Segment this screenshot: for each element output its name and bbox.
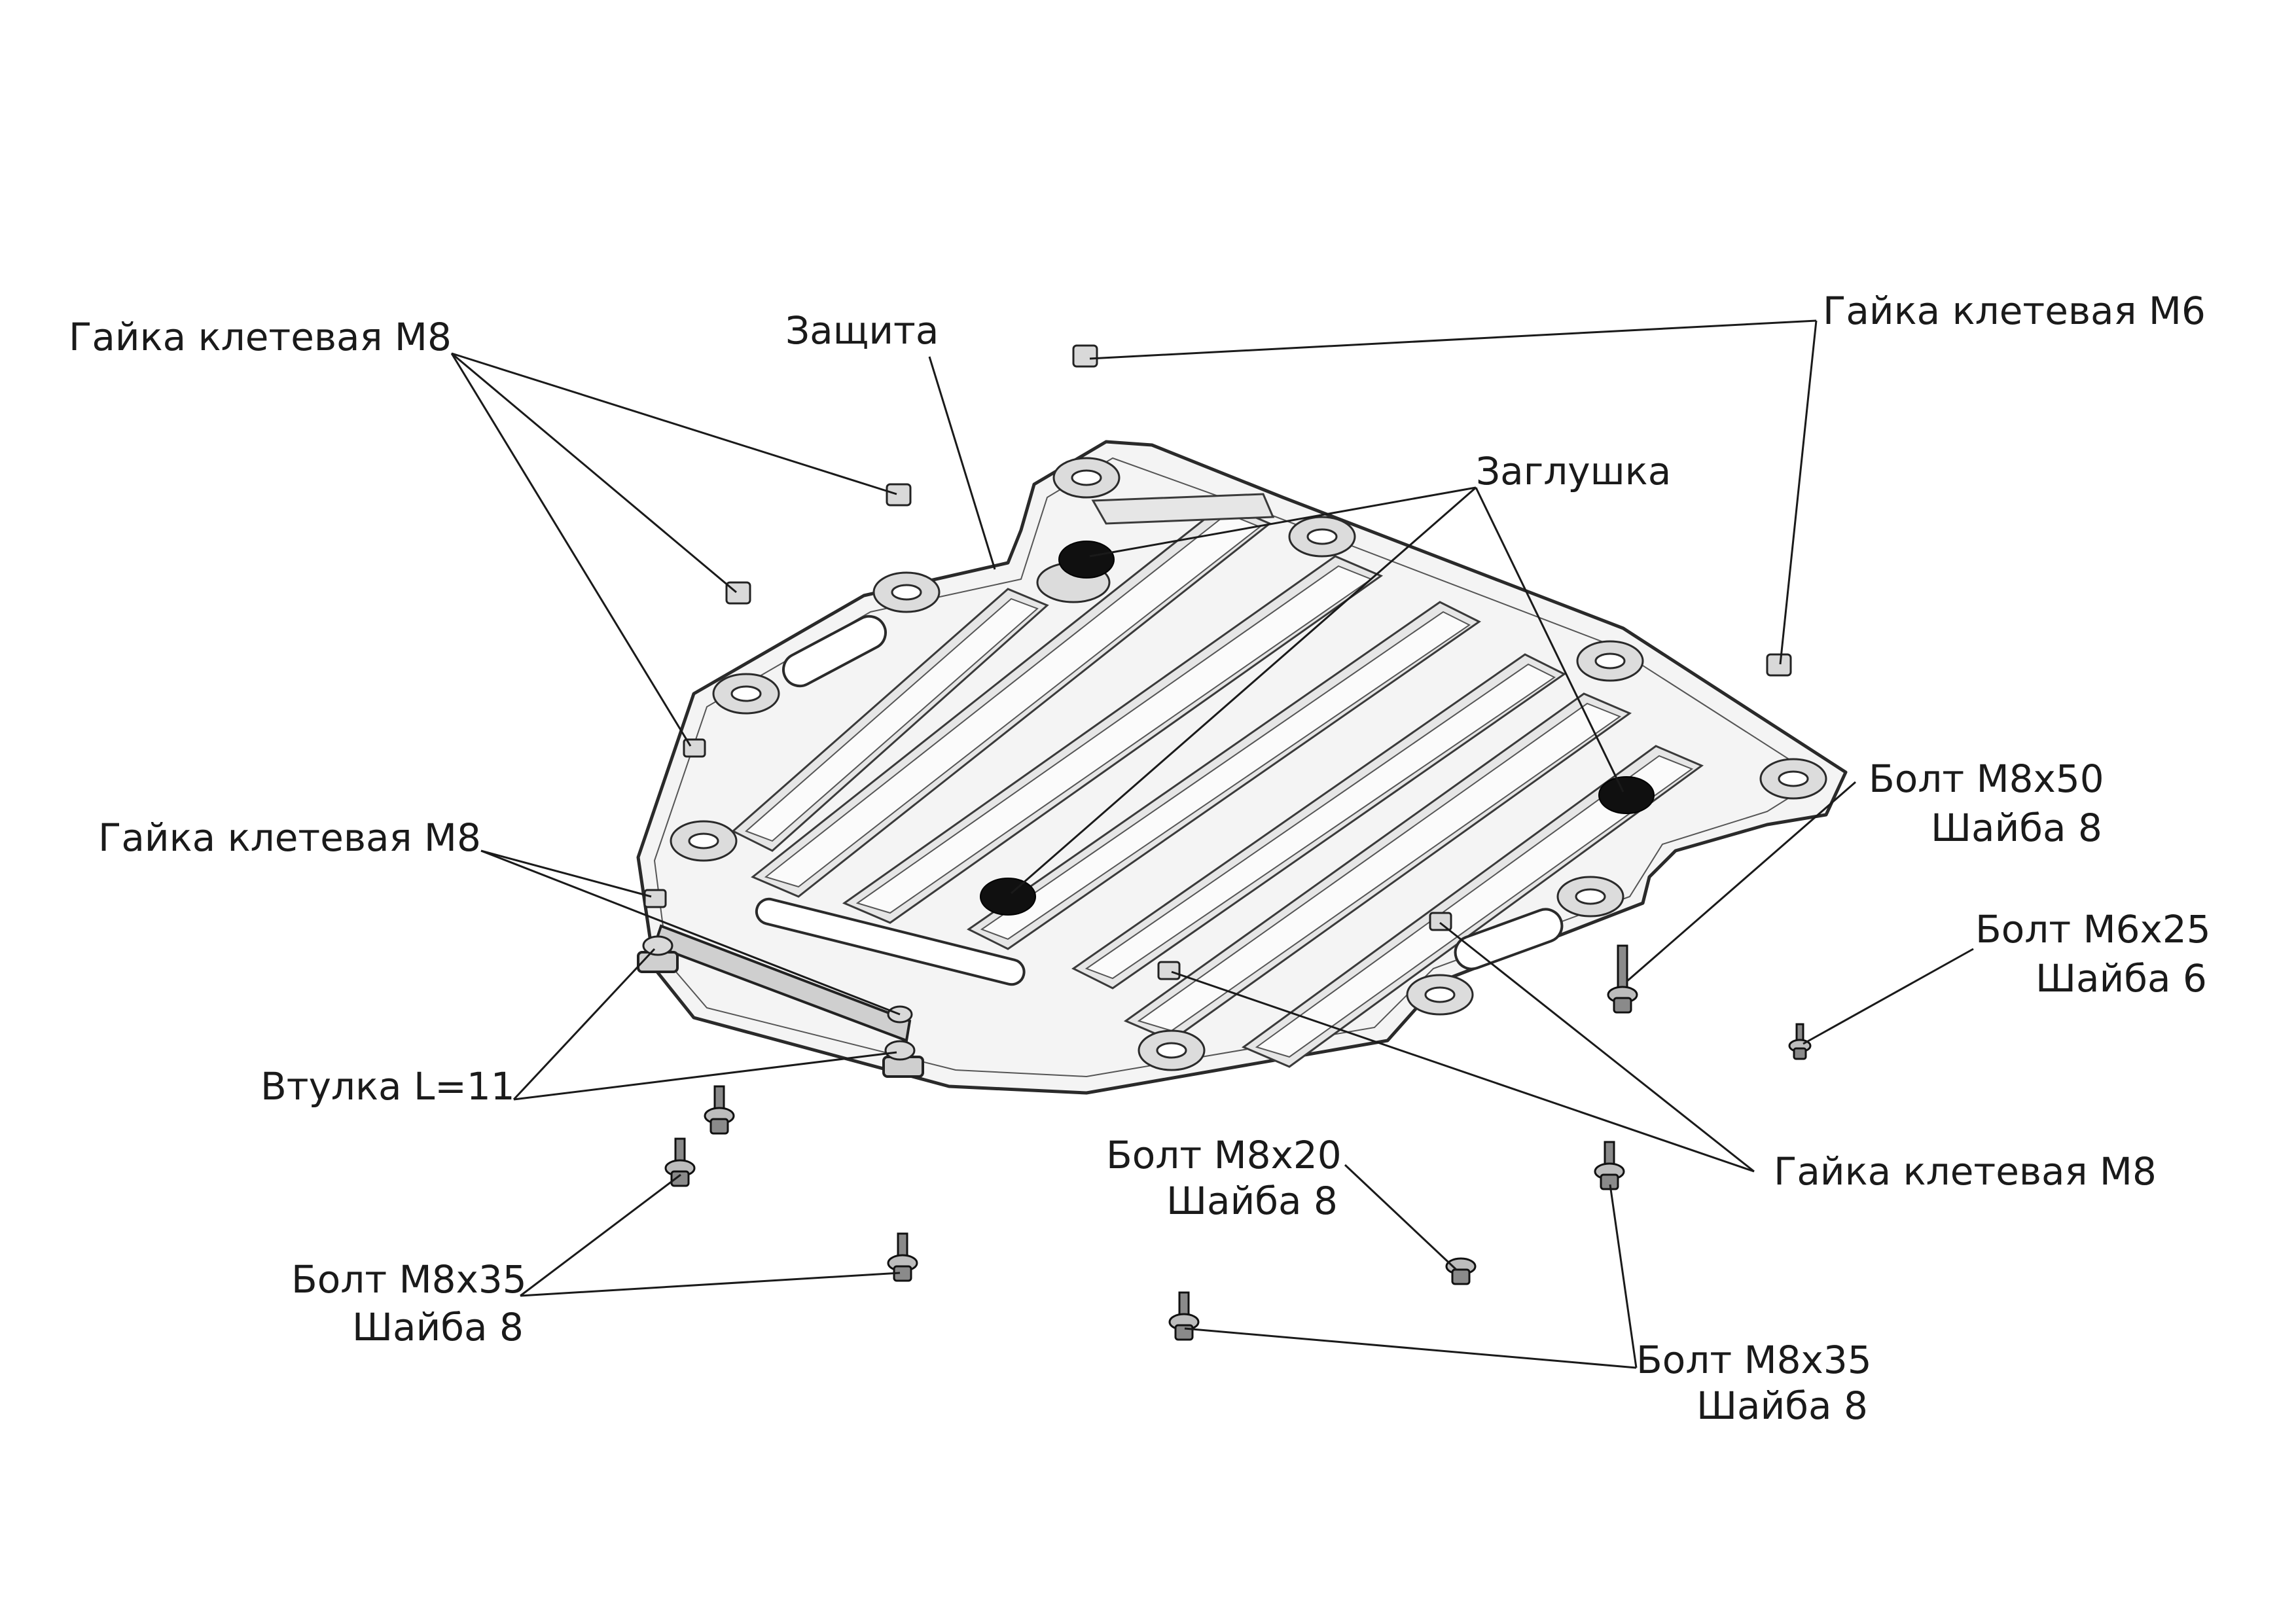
plug-center bbox=[980, 878, 1036, 916]
front-bar-assembly bbox=[637, 924, 924, 1078]
label-washer-6: Шайба 6 bbox=[2036, 956, 2207, 1001]
plate-slot-front bbox=[755, 897, 1026, 986]
label-washer-8-b: Шайба 8 bbox=[1166, 1179, 1338, 1223]
plug-right bbox=[1598, 776, 1655, 814]
label-bolt-m8x50: Болт М8х50 bbox=[1869, 757, 2104, 801]
label-shield: Защита bbox=[785, 308, 939, 353]
plate-slot-right bbox=[1454, 908, 1564, 971]
label-cage-nut-m6: Гайка клетевая М6 bbox=[1823, 289, 2206, 333]
cage-nut-m8-b bbox=[725, 581, 751, 605]
bushing-right bbox=[884, 1040, 916, 1061]
bolts bbox=[664, 944, 1812, 1341]
cage-nut-on-plate-front-left bbox=[643, 889, 667, 908]
bolt-m8x35-a bbox=[704, 1085, 735, 1135]
cage-nut-on-plate-front-right bbox=[1429, 912, 1452, 931]
label-bolt-m8x35-left: Болт М8х35 bbox=[291, 1257, 527, 1302]
label-bushing: Втулка L=11 bbox=[260, 1064, 515, 1109]
label-washer-8-c: Шайба 8 bbox=[352, 1305, 524, 1349]
label-washer-8-d: Шайба 8 bbox=[1696, 1383, 1868, 1428]
label-bolt-m8x35-right: Болт М8х35 bbox=[1636, 1338, 1872, 1382]
labels: Гайка клетевая М8 Защита Гайка клетевая … bbox=[69, 289, 2211, 1428]
bushing-left bbox=[642, 935, 673, 956]
bolt-m8x20 bbox=[1445, 1257, 1477, 1285]
loose-cage-nuts bbox=[725, 344, 1792, 677]
label-bolt-m6x25: Болт М6х25 bbox=[1975, 907, 2211, 952]
label-cage-nut-m8-top-left: Гайка клетевая М8 bbox=[69, 315, 452, 359]
bolt-m8x35-b bbox=[664, 1137, 696, 1187]
label-cage-nut-m8-right: Гайка клетевая М8 bbox=[1774, 1149, 2157, 1194]
plate-slot-left bbox=[782, 615, 887, 688]
label-washer-8-a: Шайба 8 bbox=[1931, 806, 2102, 850]
cage-nut-on-plate-front-center bbox=[1157, 961, 1181, 980]
bolt-m8x50 bbox=[1607, 944, 1638, 1014]
protection-plate bbox=[636, 440, 1848, 1095]
label-plug: Заглушка bbox=[1476, 449, 1671, 493]
leader-lines bbox=[450, 319, 1974, 1369]
plate-ribs bbox=[731, 493, 1704, 1068]
label-cage-nut-m8-left: Гайка клетевая М8 bbox=[98, 815, 481, 860]
cage-nut-m6-top bbox=[1072, 344, 1098, 368]
bolt-m8x35-d bbox=[1594, 1141, 1625, 1190]
bolt-m8x35-e bbox=[1168, 1291, 1200, 1341]
cage-nut-m8-a bbox=[886, 483, 912, 507]
bolt-m8x35-c bbox=[887, 1232, 918, 1282]
plate-mounting-bosses bbox=[670, 457, 1827, 1071]
plug-top bbox=[1058, 541, 1115, 579]
cage-nut-m6-right bbox=[1766, 653, 1792, 677]
label-bolt-m8x20: Болт М8х20 bbox=[1106, 1133, 1342, 1177]
